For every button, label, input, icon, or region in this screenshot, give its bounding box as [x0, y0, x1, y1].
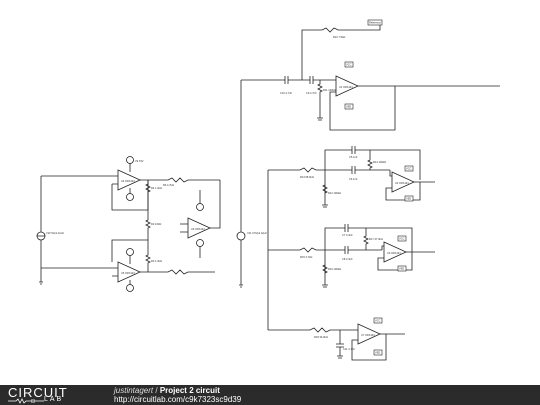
- cap-c7: [344, 224, 349, 232]
- circuit-schematic: V10 5Vpk 1kHz U4 OPA134 V9 15V R4 1.0kΩ …: [36, 19, 500, 361]
- lower-filter: R15 4.7kΩ C7 3.3nF C8 3.3nF R16 100kΩ R1…: [268, 224, 435, 288]
- vee-tag-1: VEE: [346, 105, 351, 109]
- source-v10-label: V10 5Vpk 1kHz: [46, 231, 65, 235]
- opamp-u5-label: U5 OPA134: [121, 271, 135, 275]
- supply-v9: [126, 156, 134, 164]
- opamp-u2: [391, 171, 415, 193]
- source-v11-label: V11 0.5Vpk 1kHz: [247, 231, 268, 235]
- resistor-r11: [317, 80, 323, 118]
- circuitlab-logo[interactable]: CIRCUIT LAB: [8, 386, 100, 404]
- source-v11: [236, 231, 246, 241]
- vee-tag-2: VEE: [406, 197, 411, 201]
- r10-label: R10 7.5kΩ: [333, 35, 345, 39]
- circuit-url-row: http://circuitlab.com/c9k7323sc9d39: [114, 395, 241, 404]
- opamp-u3: [383, 241, 407, 263]
- c7-label: C7 3.3nF: [342, 233, 353, 237]
- r16-label: R16 100kΩ: [328, 267, 341, 271]
- circuit-title[interactable]: Project 2 circuit: [159, 386, 220, 395]
- c10-label: C10 4.7nF: [280, 91, 293, 95]
- logo-word: CIRCUIT: [8, 385, 68, 400]
- cap-c10: [284, 76, 289, 84]
- r13-label: R13 68.0kΩ: [300, 175, 314, 179]
- c8-label: C8 3.3nF: [342, 257, 353, 261]
- opamp-u4: [117, 169, 141, 191]
- opamp-u5: [117, 261, 141, 283]
- resistor-r12: [322, 184, 328, 194]
- logo-lab: LAB: [44, 396, 64, 403]
- mid-filter: R13 68.0kΩ C5 1nF C6 1nF R12 100kΩ R14 1…: [267, 146, 435, 330]
- opamp-u1-label: U1 OPA134: [339, 85, 353, 89]
- r15-label: R15 4.7kΩ: [300, 255, 312, 259]
- resistor-r3: [145, 242, 151, 272]
- supply-v8b: [126, 248, 134, 256]
- opamp-u3-label: U3 OPA134: [387, 251, 401, 255]
- resistor-r2: [145, 196, 151, 242]
- opamp-u1: [335, 75, 359, 97]
- cap-c6: [351, 166, 356, 174]
- resistor-r17: [363, 228, 369, 250]
- r12-label: R12 100kΩ: [328, 191, 341, 195]
- opamp-u6: [187, 217, 211, 239]
- r2-label: R2 100Ω: [151, 222, 161, 226]
- opamp-u7: [357, 323, 381, 345]
- resistor-r14: [367, 150, 373, 170]
- separator: /: [155, 386, 158, 395]
- r18-label: R18 33.0kΩ: [314, 335, 328, 339]
- r3-label: R3 1.0kΩ: [151, 259, 162, 263]
- supply-v9-label: V9 15V: [135, 159, 144, 163]
- resistor-r4: [145, 180, 151, 196]
- c5-label: C5 1nF: [349, 155, 358, 159]
- r4-label: R4 1.0kΩ: [151, 186, 162, 190]
- opamp-u2-label: U2 OPA134: [395, 181, 409, 185]
- supply-v9b: [126, 284, 134, 292]
- vcc-tag-1: VCC: [346, 63, 352, 67]
- bottom-filter: R18 33.0kΩ C11 4.7nF U7 OPA134 VCC VEE: [268, 317, 405, 361]
- opamp-u6-label: U6 OPA134: [191, 227, 205, 231]
- vcc-tag-2: VCC: [406, 167, 412, 171]
- circuit-meta: justintagert / Project 2 circuit: [114, 386, 220, 395]
- cap-c8: [344, 246, 349, 254]
- r17-label: R17 47.0kΩ: [369, 237, 383, 241]
- r-gain-label: R6 4.7kΩ: [163, 183, 174, 187]
- opamp-u4-label: U4 OPA134: [121, 179, 135, 183]
- r14-label: R14 100kΩ: [373, 160, 386, 164]
- c11-label: C11 4.7nF: [343, 347, 355, 351]
- cap-c11: [336, 343, 344, 348]
- opamp-u7-label: U7 OPA134: [361, 333, 375, 337]
- left-stage: V10 5Vpk 1kHz U4 OPA134 V9 15V R4 1.0kΩ …: [36, 156, 221, 292]
- c6-label: C6 1nF: [349, 177, 358, 181]
- author-link[interactable]: justintagert: [114, 386, 154, 395]
- ref-tag: [367, 19, 383, 26]
- vee-tag-4: VEE: [375, 351, 380, 355]
- r11-label: R11 100kΩ: [323, 88, 336, 92]
- vcc-tag-3: VCC: [399, 237, 405, 241]
- vee-tag-3: VEE: [399, 267, 404, 271]
- logo-trace-icon: [8, 398, 44, 404]
- cap-c5: [351, 146, 356, 154]
- circuit-url[interactable]: http://circuitlab.com/c9k7323sc9d39: [114, 395, 242, 404]
- vcc-tag-4: VCC: [375, 319, 381, 323]
- cap-c9: [309, 76, 314, 84]
- supply-v8: [126, 193, 134, 201]
- c9-label: C9 4.7nF: [306, 91, 317, 95]
- footer-bar: CIRCUIT LAB justintagert / Project 2 cir…: [0, 385, 540, 405]
- top-filter: V11 0.5Vpk 1kHz C10 4.7nF C9 4.7nF R10 7…: [236, 19, 500, 288]
- ref-tag-label: Reference: [369, 21, 382, 25]
- resistor-r16: [322, 264, 328, 274]
